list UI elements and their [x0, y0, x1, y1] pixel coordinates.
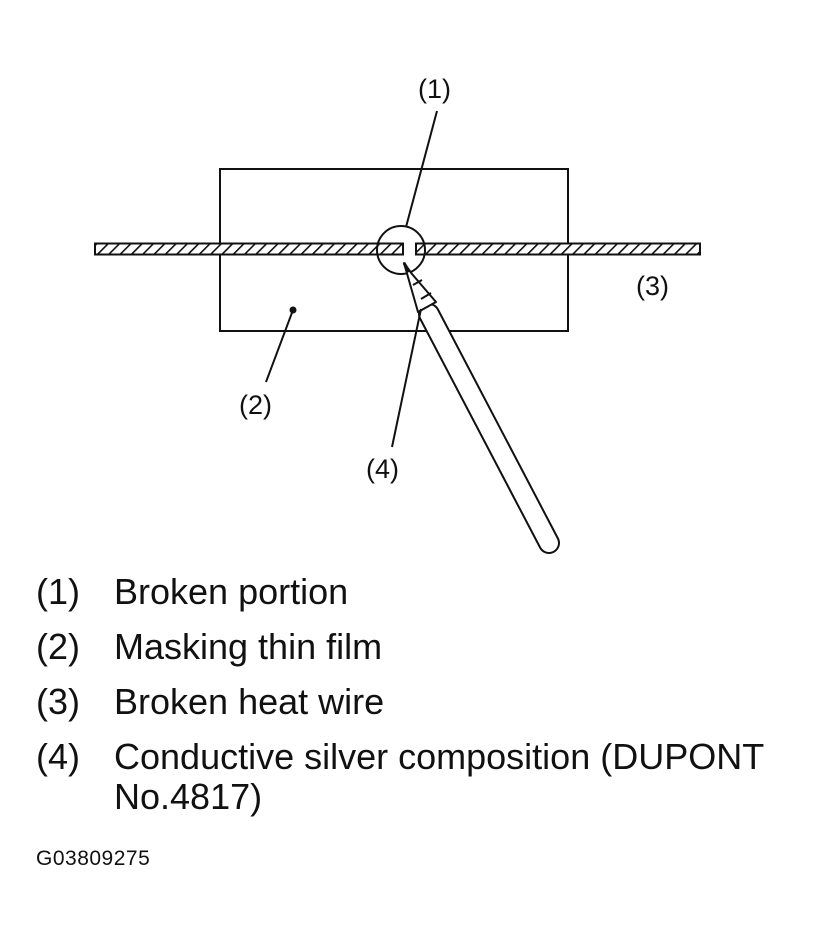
callout-label-1: (1)	[418, 74, 451, 104]
legend-text: Broken portion	[114, 571, 349, 612]
legend-text: Masking thin film	[114, 626, 383, 667]
legend-number: (4)	[36, 736, 80, 777]
legend-text: Broken heat wire	[114, 681, 385, 722]
callout-label-4: (4)	[366, 454, 399, 484]
callout-label-3: (3)	[636, 271, 669, 301]
legend-text: Conductive silver composition (DUPONT No…	[114, 736, 764, 817]
leader-line-2	[265, 309, 294, 383]
callout-label-2: (2)	[239, 390, 272, 420]
pen-icon	[402, 262, 560, 554]
heat-wire-right	[415, 242, 701, 256]
legend-list: (1) Broken portion (2) Masking thin film…	[36, 572, 806, 832]
repair-diagram: (1) (2) (3) (4)	[94, 74, 701, 554]
legend-item-2: (2) Masking thin film	[36, 627, 806, 667]
broken-portion-circle	[376, 225, 426, 275]
legend-item-3: (3) Broken heat wire	[36, 682, 806, 722]
heat-wire-left	[94, 242, 404, 256]
legend-item-4: (4) Conductive silver composition (DUPON…	[36, 737, 806, 817]
leader-line-4	[391, 308, 422, 448]
leader-line-1	[405, 110, 438, 228]
legend-number: (3)	[36, 681, 80, 722]
legend-item-1: (1) Broken portion	[36, 572, 806, 612]
legend-number: (1)	[36, 571, 80, 612]
figure-code: G03809275	[36, 847, 151, 870]
legend-number: (2)	[36, 626, 80, 667]
